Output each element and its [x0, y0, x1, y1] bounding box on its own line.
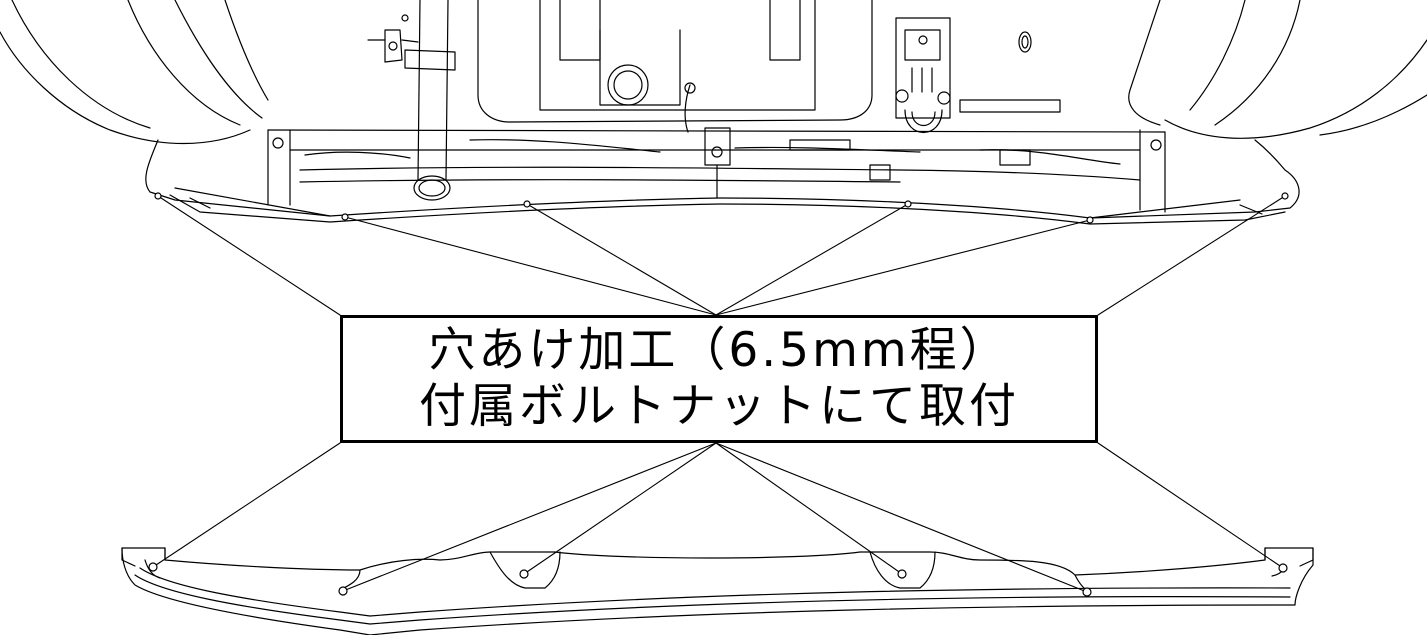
spare-tire-well — [477, 0, 873, 123]
mounting-instruction: 付属ボルトナットにて取付 — [419, 379, 1019, 434]
wiring-harness — [304, 139, 1121, 165]
hole-marker — [519, 569, 529, 579]
hole-marker — [148, 562, 158, 572]
hole-marker — [154, 192, 162, 200]
drilling-instruction: 穴あけ加工（6.5mm程） — [428, 323, 1010, 378]
hole-marker — [1278, 563, 1288, 573]
instruction-callout: 穴あけ加工（6.5mm程） 付属ボルトナットにて取付 — [340, 315, 1098, 443]
hole-marker — [1082, 587, 1092, 597]
exhaust-pipe — [404, 0, 456, 201]
right-tire — [1128, 0, 1427, 139]
hole-marker — [523, 200, 531, 208]
hole-marker — [904, 200, 912, 208]
center-bracket — [684, 82, 731, 199]
hole-marker — [1281, 192, 1289, 200]
hole-marker — [341, 213, 349, 221]
vehicle-underside — [0, 0, 1427, 225]
hole-marker — [338, 586, 348, 596]
hole-marker — [1086, 216, 1094, 224]
upper-leader-lines — [157, 195, 1286, 316]
spoiler-outer-outline — [121, 547, 1314, 635]
lower-leader-lines — [152, 442, 1284, 593]
hole-marker — [897, 569, 907, 579]
drill-hole-markers — [148, 192, 1289, 597]
lip-spoiler-part — [121, 547, 1314, 635]
left-hanger — [367, 14, 419, 63]
tow-hook-bracket — [895, 17, 1032, 134]
left-tire — [0, 0, 269, 145]
